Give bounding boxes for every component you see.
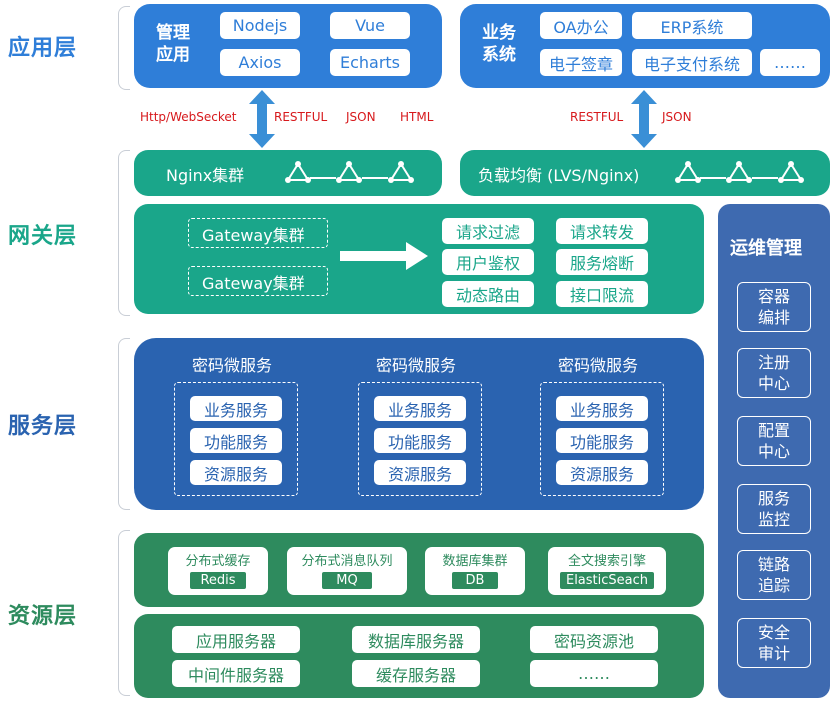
middleware-db-tag: DB [451, 572, 499, 589]
cluster-nodes-icon [285, 161, 414, 183]
biz-system-title: 业务 系统 [482, 23, 516, 65]
middleware-cache-title: 分布式缓存 [185, 554, 251, 569]
biz-system-panel: 业务 系统 OA办公 ERP系统 电子签章 电子支付系统 …… [460, 4, 830, 88]
balance-nodes-icon [675, 161, 804, 183]
gateway-cluster-2-label: Gateway集群 [202, 274, 305, 293]
service-business-1: 业务服务 [190, 396, 282, 421]
ops-panel: 运维管理 [718, 204, 830, 698]
service-function-2: 功能服务 [374, 428, 466, 453]
layer-label-gateway: 网关层 [8, 224, 78, 249]
service-resource-1: 资源服务 [190, 460, 282, 485]
microservice-title-3: 密码微服务 [558, 356, 639, 375]
ops-title: 运维管理 [730, 238, 802, 259]
bracket-app [118, 6, 130, 90]
protocol-restful-right: RESTFUL [570, 110, 624, 124]
microservice-box-1 [174, 382, 298, 496]
service-function-1: 功能服务 [190, 428, 282, 453]
gw-func-dynamic-route: 动态路由 [442, 281, 534, 307]
ops-container-orchestration: 容器 编排 [737, 282, 811, 332]
layer-label-resource: 资源层 [8, 604, 78, 629]
nginx-cluster-label: Nginx集群 [166, 166, 245, 185]
middleware-db: 数据库集群 DB [425, 547, 525, 595]
mgmt-app-title: 管理 应用 [156, 23, 190, 65]
biz-esign: 电子签章 [540, 49, 622, 76]
ops-tracing: 链路 追踪 [737, 550, 811, 600]
service-function-3: 功能服务 [556, 428, 648, 453]
protocol-http: Http/WebSecket [140, 110, 237, 124]
middleware-search-tag: ElasticSeach [559, 572, 655, 589]
middleware-mq-title: 分布式消息队列 [301, 554, 393, 569]
server-app: 应用服务器 [172, 626, 300, 653]
server-database: 数据库服务器 [352, 626, 480, 653]
server-crypto-pool: 密码资源池 [530, 626, 658, 653]
protocol-json-left: JSON [346, 110, 376, 124]
microservice-box-2 [358, 382, 482, 496]
middleware-mq-tag: MQ [322, 572, 372, 589]
layer-label-service: 服务层 [8, 414, 78, 439]
ops-config-center: 配置 中心 [737, 416, 811, 466]
middleware-db-title: 数据库集群 [442, 554, 508, 569]
middleware-cache: 分布式缓存 Redis [168, 547, 268, 595]
gw-func-user-auth: 用户鉴权 [442, 249, 534, 275]
gw-func-request-filter: 请求过滤 [442, 218, 534, 244]
tech-axios: Axios [220, 49, 300, 76]
microservice-box-3 [540, 382, 664, 496]
ops-registry: 注册 中心 [737, 348, 811, 398]
right-arrow-icon [340, 242, 428, 270]
ops-security-audit: 安全 审计 [737, 618, 811, 668]
double-arrow-left [249, 90, 275, 148]
bracket-service [118, 338, 130, 510]
middleware-cache-tag: Redis [190, 572, 246, 589]
microservice-title-2: 密码微服务 [376, 356, 457, 375]
gateway-cluster-2 [188, 266, 328, 296]
server-more: …… [530, 660, 658, 687]
nginx-cluster-panel: Nginx集群 [134, 150, 442, 196]
service-business-3: 业务服务 [556, 396, 648, 421]
layer-label-app: 应用层 [8, 36, 78, 61]
gw-func-circuit-breaker: 服务熔断 [556, 249, 648, 275]
gateway-panel: Gateway集群 Gateway集群 请求过滤 请求转发 用户鉴权 服务熔断 … [134, 204, 704, 314]
server-cache: 缓存服务器 [352, 660, 480, 687]
double-arrow-right [631, 90, 657, 148]
gw-func-request-forward: 请求转发 [556, 218, 648, 244]
service-resource-3: 资源服务 [556, 460, 648, 485]
gw-func-rate-limit: 接口限流 [556, 281, 648, 307]
service-panel: 密码微服务 业务服务 功能服务 资源服务 密码微服务 业务服务 功能服务 资源服… [134, 338, 704, 510]
mgmt-app-panel: 管理 应用 Nodejs Vue Axios Echarts [134, 4, 442, 88]
microservice-title-1: 密码微服务 [192, 356, 273, 375]
service-business-2: 业务服务 [374, 396, 466, 421]
gateway-cluster-1 [188, 218, 328, 248]
middleware-search: 全文搜索引擎 ElasticSeach [548, 547, 666, 595]
gateway-cluster-1-label: Gateway集群 [202, 226, 305, 245]
ops-service-monitor: 服务 监控 [737, 484, 811, 534]
middleware-mq: 分布式消息队列 MQ [287, 547, 407, 595]
biz-more: …… [760, 49, 820, 76]
service-resource-2: 资源服务 [374, 460, 466, 485]
middleware-search-title: 全文搜索引擎 [567, 554, 646, 569]
servers-panel: 应用服务器 数据库服务器 密码资源池 中间件服务器 缓存服务器 …… [134, 614, 704, 698]
tech-vue: Vue [330, 12, 410, 39]
load-balance-label: 负载均衡 (LVS/Nginx) [478, 166, 640, 185]
biz-oa: OA办公 [540, 12, 622, 39]
biz-epay: 电子支付系统 [632, 49, 752, 76]
server-middleware: 中间件服务器 [172, 660, 300, 687]
bracket-resource [118, 530, 130, 696]
tech-nodejs: Nodejs [220, 12, 300, 39]
load-balance-panel: 负载均衡 (LVS/Nginx) [460, 150, 830, 196]
protocol-restful-left: RESTFUL [274, 110, 328, 124]
protocol-json-right: JSON [662, 110, 692, 124]
protocol-html: HTML [400, 110, 434, 124]
bracket-gateway [118, 150, 130, 316]
tech-echarts: Echarts [330, 49, 410, 76]
biz-erp: ERP系统 [632, 12, 752, 39]
